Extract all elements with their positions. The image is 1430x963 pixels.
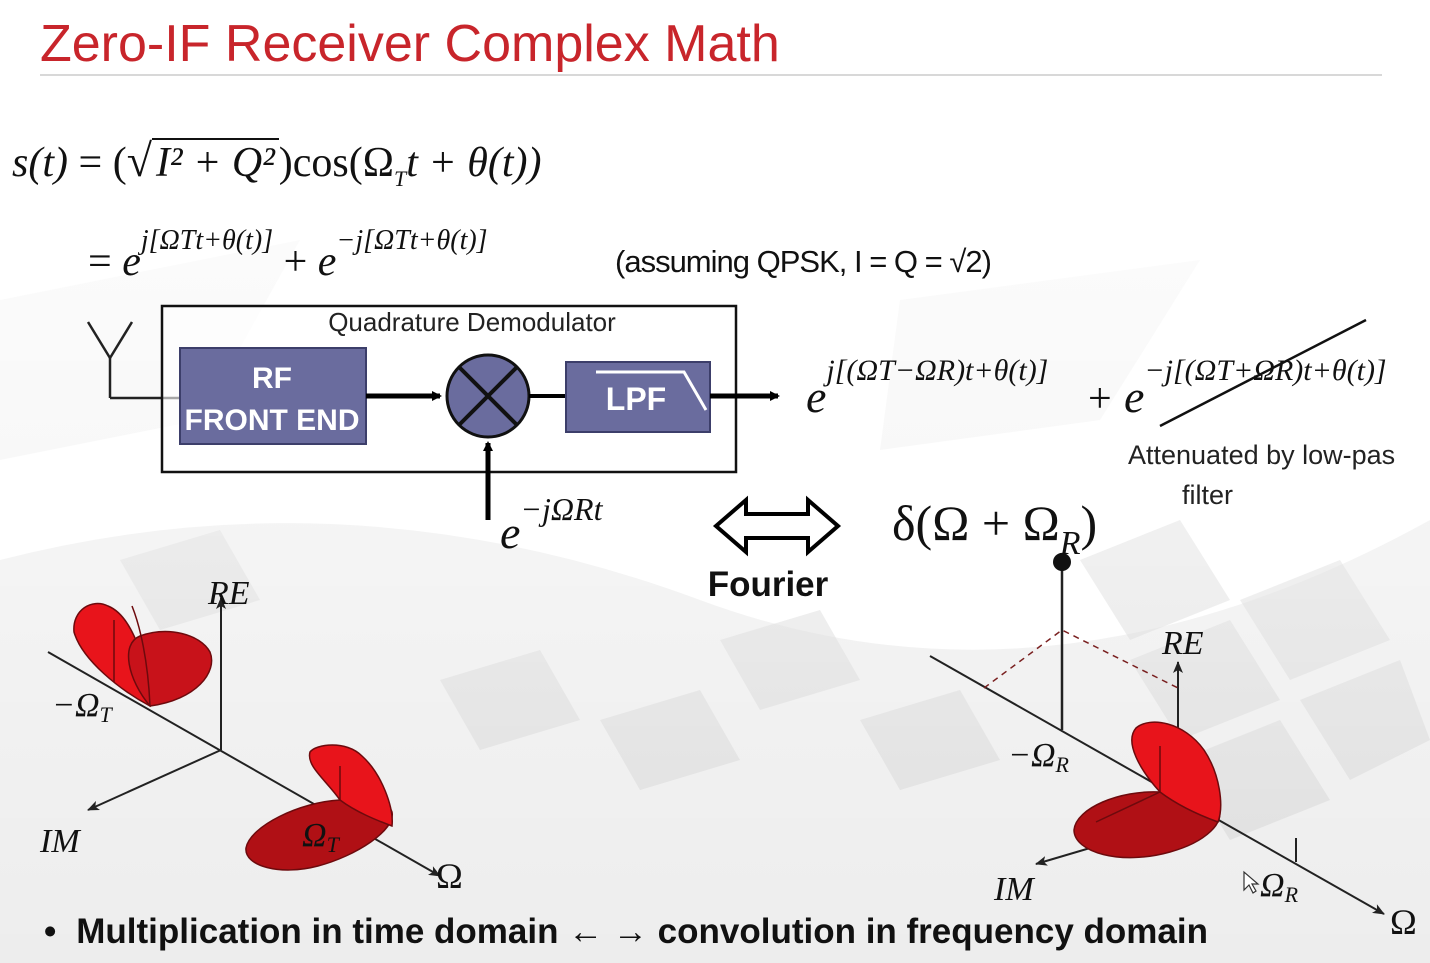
left-neg-omega-label: −ΩT — [52, 687, 114, 727]
right-neg-omega-text: −Ω — [1008, 737, 1056, 774]
out2-term: e−j[(ΩT+ΩR)t+θ(t)] — [1124, 354, 1387, 422]
out1-base: e — [806, 371, 826, 422]
demodulator-title: Quadrature Demodulator — [328, 307, 616, 337]
right-re-label: RE — [1161, 625, 1204, 662]
rf-label-line2: FRONT END — [185, 404, 360, 437]
left-im-label: IM — [39, 823, 81, 860]
lpf-label: LPF — [606, 381, 666, 417]
left-pos-lobe — [245, 744, 393, 871]
left-neg-omega-sub: T — [100, 702, 114, 727]
fourier-double-arrow-icon — [712, 495, 842, 557]
left-im-axis — [87, 749, 222, 811]
left-re-label: RE — [207, 575, 250, 612]
title-underline — [40, 74, 1382, 76]
out1-exp: j[(ΩT−ΩR)t+θ(t)] — [822, 354, 1048, 387]
out-plus: + — [1088, 376, 1112, 422]
attenuated-note-line1: Attenuated by low-pas — [1128, 440, 1395, 470]
delta-close: ) — [1081, 495, 1098, 551]
mixer-icon — [445, 353, 531, 439]
eq1-cos-sub: T — [393, 166, 407, 191]
eq1-open-paren: ( — [112, 140, 127, 186]
slide-title: Zero-IF Receiver Complex Math — [40, 15, 780, 73]
delta-dot — [1053, 553, 1071, 571]
eq1-close-paren: ) — [278, 140, 293, 186]
eq2-e1: e — [122, 239, 141, 285]
output-expression: ej[(ΩT−ΩR)t+θ(t)] — [806, 354, 1048, 422]
eq2-plus: + — [283, 239, 308, 285]
delta-text: δ(Ω + Ω — [892, 495, 1060, 551]
sqrt-sign: √ — [126, 135, 152, 186]
equation-line-2: = ej[ΩTt+θ(t)] + e−j[ΩTt+θ(t)] — [88, 225, 488, 286]
right-im-label: IM — [993, 871, 1035, 908]
eq2-e1-exp: j[ΩTt+θ(t)] — [140, 225, 274, 256]
right-shifted-lobe — [1073, 721, 1222, 859]
eq1-equals: = — [78, 140, 103, 186]
lpf-response-icon — [596, 370, 708, 411]
left-pos-omega-label: ΩT — [302, 817, 341, 857]
left-neg-lobe — [73, 602, 213, 708]
right-omega-label: Ω — [1390, 902, 1417, 942]
eq1-cos: cos(Ω — [292, 140, 394, 186]
strike-line — [1159, 318, 1367, 428]
right-neg-omega-label: −ΩR — [1008, 737, 1070, 777]
right-neg-omega-sub: R — [1055, 752, 1070, 777]
delta-dashed-projection — [983, 629, 1179, 689]
qpsk-note: (assuming QPSK, I = Q = √2) — [615, 244, 992, 279]
eq1-sqrt-body: I² + Q² — [151, 138, 279, 186]
lo-signal: e−jΩRt — [500, 491, 604, 558]
delta-sub: R — [1059, 525, 1081, 562]
lo-exp: −jΩRt — [520, 491, 603, 527]
eq2-equals: = — [88, 239, 112, 285]
delta-expression: δ(Ω + ΩR) — [892, 495, 1097, 562]
bullet-symbol: • — [44, 912, 57, 951]
bullet-text: Multiplication in time domain ← → convol… — [76, 912, 1208, 951]
left-neg-omega-text: −Ω — [52, 687, 100, 724]
eq1-cos-rest: t + θ(t)) — [406, 140, 542, 186]
left-omega-label: Ω — [436, 856, 463, 896]
eq1-lhs: s(t) — [12, 140, 68, 186]
out2-base: e — [1124, 371, 1144, 422]
mouse-cursor-icon — [1243, 870, 1260, 894]
rf-label-line1: RF — [252, 362, 292, 395]
left-omega-axis — [47, 651, 441, 877]
attenuated-note-line2: filter — [1182, 480, 1233, 510]
right-pos-omega-text: Ω — [1260, 867, 1285, 904]
right-pos-omega-sub: R — [1284, 882, 1299, 907]
fourier-label: Fourier — [708, 565, 829, 604]
eq2-e2: e — [317, 239, 337, 285]
right-spectrum-plot: −ΩR ΩR RE IM Ω — [929, 553, 1417, 942]
left-pos-omega-text: Ω — [302, 817, 327, 854]
summary-bullet: • Multiplication in time domain ← → convo… — [44, 912, 1208, 952]
left-spectrum-plot: −ΩT ΩT RE IM Ω — [39, 575, 463, 896]
eq2-e2-exp: −j[ΩTt+θ(t)] — [336, 225, 488, 256]
lo-base: e — [500, 507, 520, 558]
equation-line-1: s(t) = (√I² + Q²)cos(ΩTt + θ(t)) — [12, 134, 542, 191]
right-pos-omega-label: ΩR — [1260, 867, 1299, 907]
rf-front-end-block — [179, 347, 367, 445]
left-pos-omega-sub: T — [327, 832, 341, 857]
